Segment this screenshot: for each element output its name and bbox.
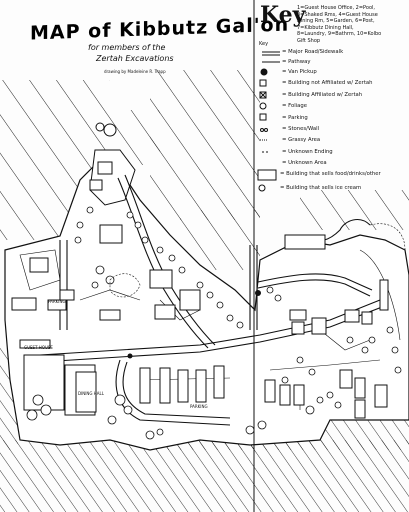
legend-entry-stones: = Stones/Wall bbox=[282, 126, 320, 132]
legend-icons bbox=[257, 51, 280, 192]
legend-entry-ice-cream: = Building that sells ice cream bbox=[280, 185, 362, 191]
legend-entry-single-line: = Pathway bbox=[282, 59, 311, 65]
guest-house-label: GUEST HOUSE bbox=[24, 345, 53, 350]
numbered-list-line: Dining Rm, 5=Garden, 6=Post, bbox=[297, 18, 375, 24]
buildings bbox=[11, 224, 389, 419]
key-label: Key bbox=[259, 41, 269, 47]
map-subtitle-line-1: for members of the bbox=[88, 43, 166, 52]
numbered-list-line: Gift Shop bbox=[297, 37, 321, 44]
parking-left-label: PARKING bbox=[48, 299, 66, 304]
legend-entry-x-box: = Building Affiliated w/ Zertah bbox=[282, 92, 363, 98]
map-subtitle-line-2: Zertah Excavations bbox=[96, 54, 174, 63]
stone-walls bbox=[109, 223, 406, 298]
legend-entry-double-line: = Major Road/Sidewalk bbox=[282, 49, 344, 55]
legend-entry-grass: = Grassy Area bbox=[282, 137, 321, 143]
legend-entry-dashed-line: = Unknown Ending bbox=[282, 149, 333, 155]
foliage bbox=[26, 206, 402, 440]
parking-bottom-label: PARKING bbox=[190, 404, 208, 409]
van-pickups bbox=[127, 290, 261, 359]
numbered-list-line: 3=Shaked Rms, 4=Guest House bbox=[297, 11, 378, 18]
legend-entry-question: = Unknown Area bbox=[282, 160, 327, 166]
legend-entry-filled-dot: = Van Pickup bbox=[282, 69, 317, 75]
dining-hall-label: DINING HALL bbox=[78, 391, 104, 396]
legend-entry-open-box: = Building not Affiliated w/ Zertah bbox=[282, 80, 373, 86]
numbered-list-line: 8=Laundry, 9=Bathrm, 10=Kolbo bbox=[297, 31, 382, 37]
legend-entry-food-shop: = Building that sells food/drinks/other bbox=[280, 171, 381, 177]
key-title: Key bbox=[260, 2, 306, 28]
legend-entry-tree: = Foliage bbox=[282, 103, 308, 109]
numbered-list-line: 7=Kibbutz Dining Hall, bbox=[297, 24, 354, 31]
map-credit: drawing by Madeleine R. Trapp bbox=[104, 69, 166, 74]
legend-entry-parking: = Parking bbox=[282, 115, 308, 121]
numbered-list-line: 1=Guest House Office, 2=Pool, bbox=[297, 5, 375, 11]
